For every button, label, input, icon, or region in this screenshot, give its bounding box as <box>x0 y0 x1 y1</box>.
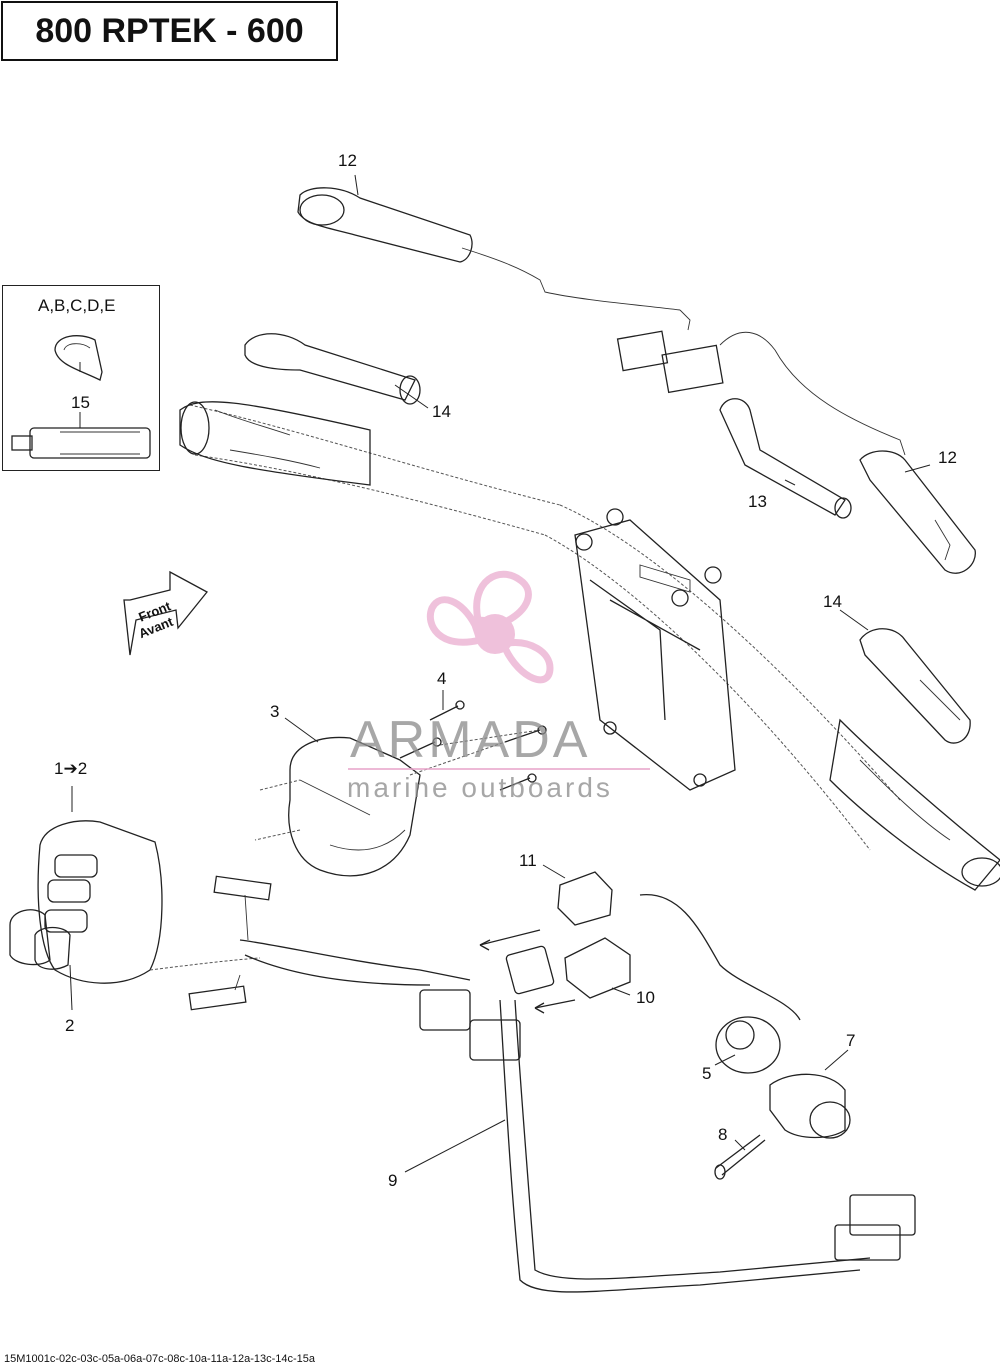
switch-housing-3 <box>254 736 421 877</box>
watermark-divider <box>348 768 650 770</box>
watermark-tagline: marine outboards <box>347 772 613 803</box>
callout-1-to-2: 1➔2 <box>54 759 88 778</box>
callout-13: 13 <box>748 492 767 511</box>
front-direction-arrow <box>123 570 208 656</box>
kit-grease-tube-icon <box>11 427 151 459</box>
tube-13 <box>719 398 852 519</box>
kit-clip-icon <box>54 335 103 381</box>
handlebar-riser <box>574 508 736 791</box>
watermark-brand: ARMADA <box>350 711 591 769</box>
grip-sleeve-14-top <box>244 333 421 405</box>
switch-5 <box>715 1016 781 1074</box>
pin-8 <box>714 1134 766 1180</box>
callout-9: 9 <box>388 1171 398 1190</box>
page-title: 800 RPTEK - 600 <box>1 1 338 61</box>
callout-11: 11 <box>519 851 537 870</box>
screws-4 <box>399 700 547 791</box>
harness-arrows <box>479 929 576 1014</box>
callout-abcde: A,B,C,D,E <box>38 296 116 315</box>
callout-10: 10 <box>636 988 655 1007</box>
callout-14-top: 14 <box>432 402 451 421</box>
callout-12-right: 12 <box>938 448 957 467</box>
callout-4: 4 <box>437 669 447 688</box>
callout-3: 3 <box>270 702 280 721</box>
grip-sleeve-14-right <box>859 628 971 744</box>
wiring-harness-9 <box>188 875 916 1293</box>
connector-10 <box>564 937 631 999</box>
callout-2: 2 <box>65 1016 75 1035</box>
holder-7 <box>769 1073 851 1139</box>
diagram-reference-code: 15M1001c-02c-03c-05a-06a-07c-08c-10a-11a… <box>4 1353 316 1365</box>
switch-assembly-1-2 <box>9 820 261 984</box>
heated-grip-element-12-right <box>859 450 976 574</box>
callout-8: 8 <box>718 1125 728 1144</box>
callout-7: 7 <box>846 1031 856 1050</box>
handlebar <box>179 401 1000 891</box>
callout-leaders <box>69 174 931 1173</box>
watermark-propeller-icon <box>426 570 554 684</box>
connector-11 <box>557 871 613 926</box>
callout-15: 15 <box>71 393 90 412</box>
heated-grip-element-12-top <box>297 187 906 456</box>
callout-5: 5 <box>702 1064 712 1083</box>
callout-14-right: 14 <box>823 592 842 611</box>
kit-inset-box <box>2 285 160 471</box>
callout-12-top: 12 <box>338 151 357 170</box>
